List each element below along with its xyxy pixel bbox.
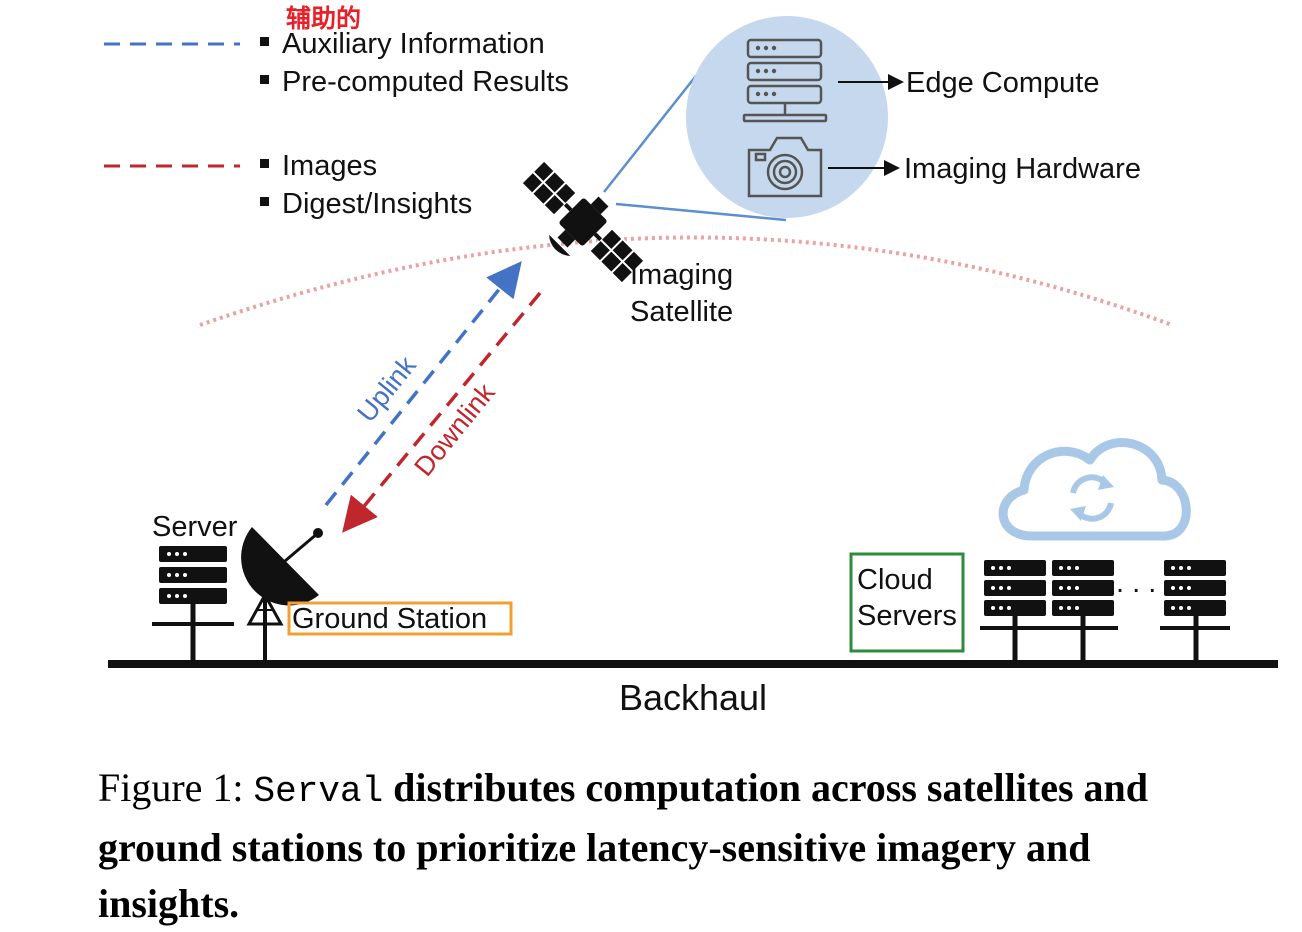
- legend-item-precomputed: Pre-computed Results: [282, 66, 569, 98]
- cloud-servers-label-line1: Cloud: [857, 564, 933, 596]
- satellite-detail-bubble: [603, 16, 904, 222]
- sync-icon: [1070, 474, 1114, 522]
- server-label: Server: [152, 511, 238, 543]
- backhaul-label: Backhaul: [619, 677, 767, 718]
- legend-item-images: Images: [282, 150, 377, 182]
- uplink-arrow: [324, 261, 522, 507]
- cloud-server-icon: [1160, 560, 1230, 662]
- servers-ellipsis: . . .: [1116, 567, 1156, 599]
- downlink-label: Downlink: [408, 377, 501, 481]
- ground-station-label: Ground Station: [292, 603, 487, 635]
- cloud-servers-label-line2: Servers: [857, 600, 957, 632]
- satellite-icon: [520, 159, 646, 285]
- legend-item-digest: Digest/Insights: [282, 188, 472, 220]
- downlink-arrow: [342, 291, 542, 533]
- figure-caption: Figure 1: Serval distributes computation…: [98, 760, 1238, 932]
- bullet-icon: [260, 37, 269, 46]
- zoom-line-bottom: [615, 202, 787, 222]
- orbit-arc: [199, 235, 1173, 327]
- caption-prefix: Figure 1:: [98, 765, 254, 810]
- satellite-label-line1: Imaging: [630, 259, 733, 291]
- cloud-icon: [998, 438, 1191, 541]
- bullet-icon: [260, 197, 269, 206]
- annotation-text: 辅助的: [286, 4, 361, 33]
- camera-icon: [747, 136, 823, 198]
- bullet-icon: [260, 75, 269, 84]
- ground-station-highlight: [287, 601, 513, 636]
- cloud-server-icon: [1048, 560, 1118, 662]
- imaging-hardware-label: Imaging Hardware: [904, 153, 1141, 185]
- bullet-icon: [260, 159, 269, 168]
- caption-text: distributes computation across satellite…: [98, 765, 1149, 926]
- caption-system-name: Serval: [253, 771, 384, 812]
- cloud-servers-highlight: [849, 552, 965, 653]
- satellite-label-line2: Satellite: [630, 296, 733, 328]
- legend-blue: Auxiliary Information Pre-computed Resul…: [104, 28, 569, 98]
- legend-red: Images Digest/Insights: [104, 150, 472, 220]
- satellite-dish-icon: [241, 527, 323, 660]
- backhaul-line: [108, 660, 1278, 668]
- legend-item-auxiliary: Auxiliary Information: [282, 28, 545, 60]
- edge-compute-label: Edge Compute: [906, 67, 1099, 99]
- ground-server-icon: [152, 546, 234, 662]
- cloud-server-icon: [980, 560, 1050, 662]
- uplink-label: Uplink: [351, 350, 422, 428]
- edge-server-icon: [742, 38, 828, 123]
